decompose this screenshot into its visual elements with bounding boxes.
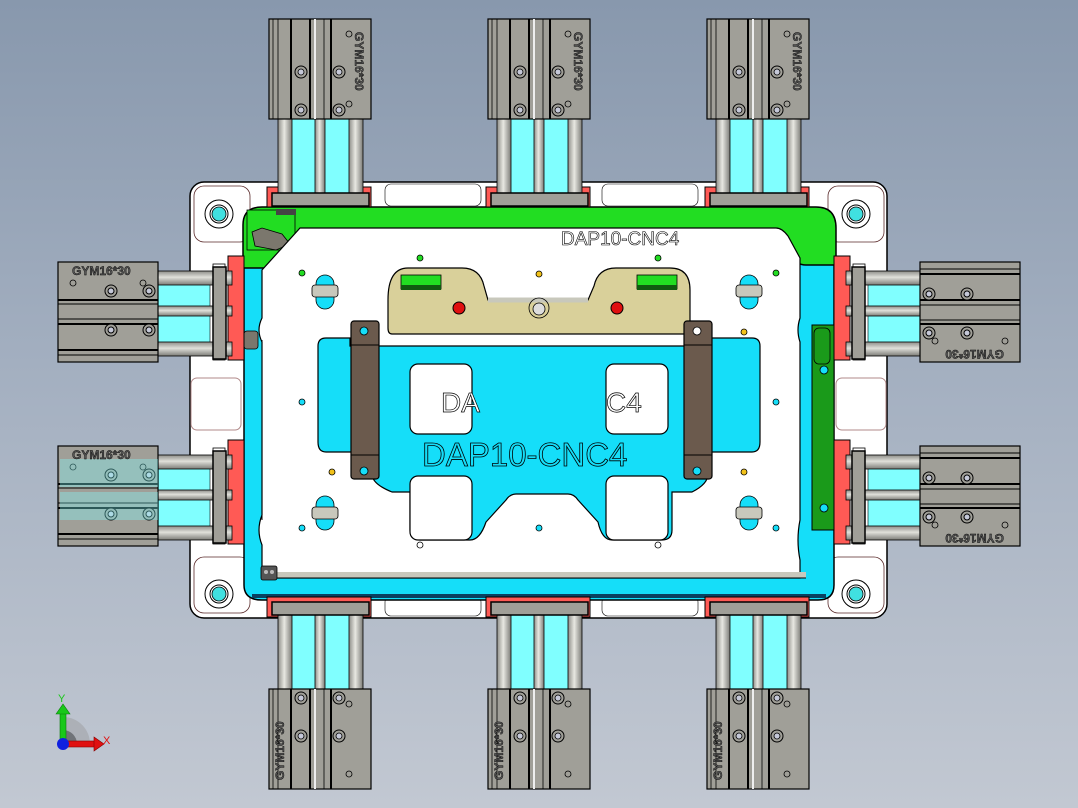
cylinder-left-2[interactable]: [57, 445, 233, 547]
window-label-right: C4: [606, 387, 642, 418]
cylinder-right-2[interactable]: [845, 445, 1021, 547]
cylinder-top-1-label: GYM16*30: [352, 32, 366, 91]
cylinder-left-2-label: GYM16*30: [72, 448, 131, 462]
coordinate-triad-icon[interactable]: [55, 703, 105, 752]
cylinder-bottom-1-label: GYM16*30: [273, 721, 287, 780]
brown-clamp-left[interactable]: [350, 320, 380, 480]
cyan-nest[interactable]: [317, 337, 761, 541]
dark-green-side-rail[interactable]: [811, 324, 835, 531]
cylinder-top-2-label: GYM16*30: [571, 32, 585, 91]
triad-x-label: X: [103, 735, 111, 747]
cylinder-top-3-label: GYM16*30: [790, 32, 804, 91]
part-label-center: DAP10-CNC4: [422, 436, 627, 473]
tan-locator-block[interactable]: [387, 267, 691, 335]
cylinder-right-1-label: GYM16*30: [945, 347, 1004, 361]
capsule-pins: [311, 274, 763, 531]
window-label-left: DA: [441, 387, 480, 418]
locating-pin-icon: [610, 301, 624, 315]
cylinder-bottom-3-label: GYM16*30: [711, 721, 725, 780]
brown-clamp-right[interactable]: [683, 320, 713, 480]
triad-y-label: Y: [58, 693, 66, 705]
cylinder-right-1[interactable]: [845, 261, 1021, 363]
locator-holes: [298, 254, 780, 549]
cylinder-right-2-label: GYM16*30: [945, 531, 1004, 545]
locating-pin-icon: [452, 301, 466, 315]
part-label-top: DAP10-CNC4: [561, 229, 680, 250]
cylinder-bottom-2-label: GYM16*30: [492, 721, 506, 780]
cylinder-left-1-label: GYM16*30: [72, 264, 131, 278]
corner-bushing-icon: [204, 199, 871, 609]
